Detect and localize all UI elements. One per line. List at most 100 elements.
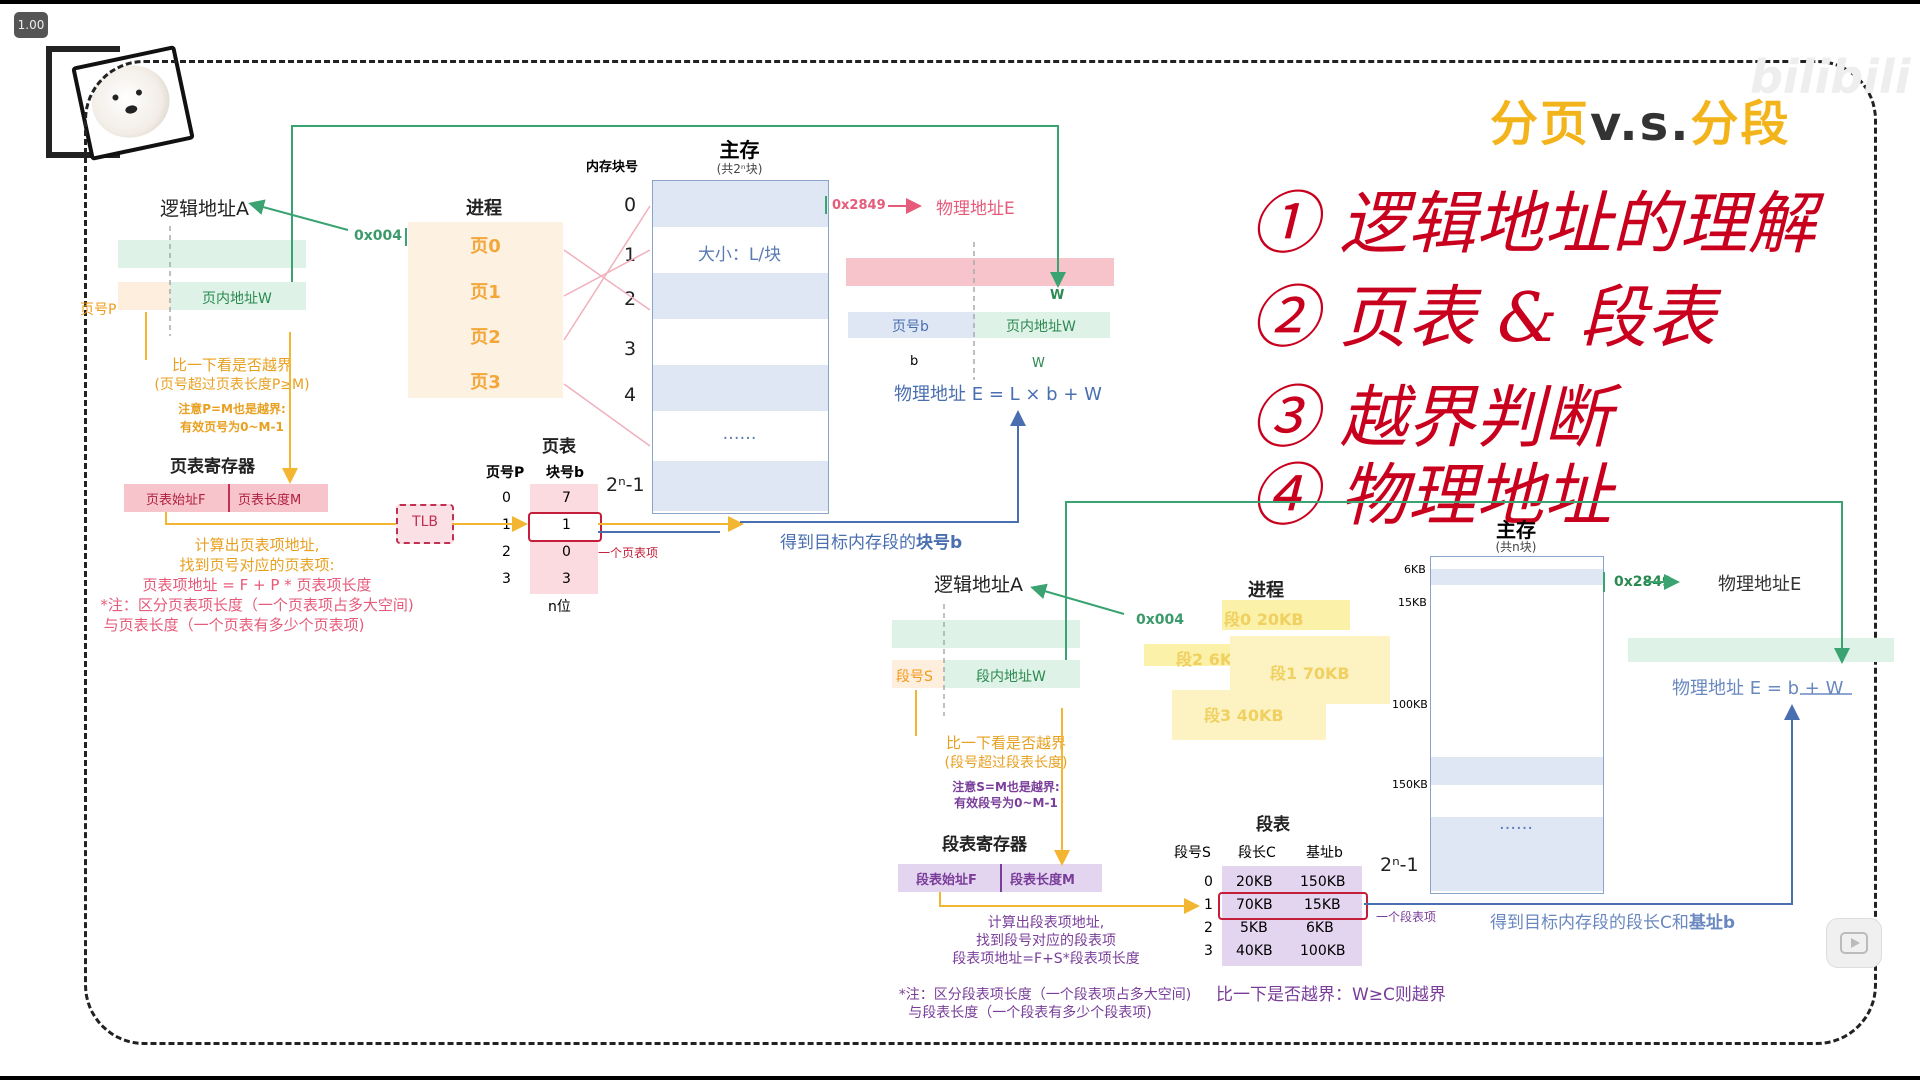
- seg-table-col-b: 基址b: [1306, 845, 1343, 861]
- seg-physical-address-arrow-label: 物理地址E: [1718, 574, 1802, 595]
- paging-note-2: 有效页号为0~M-1: [180, 420, 284, 434]
- paging-calc-3: 页表项地址 = F + P * 页表项长度: [142, 576, 372, 594]
- paging-register-block: [124, 484, 328, 512]
- paging-logical-address-label: 逻辑地址A: [160, 198, 249, 220]
- paging-result-text: 得到目标内存段的块号b: [780, 533, 963, 553]
- paging-table-col-p: 页号P: [486, 465, 525, 481]
- paging-process-title: 进程: [466, 198, 502, 219]
- play-button[interactable]: [1826, 918, 1882, 968]
- tlb-label: TLB: [412, 514, 438, 530]
- paging-register-length: 页表长度M: [238, 493, 302, 508]
- seg-table-title: 段表: [1256, 815, 1290, 835]
- seg-physical-bar: [1628, 638, 1894, 662]
- paging-page-0: 页0: [470, 236, 501, 257]
- paging-main-memory-title: 主存: [719, 138, 760, 162]
- seg-number-label: 段号S: [896, 669, 933, 685]
- paging-n-bits: n位: [548, 599, 571, 615]
- paging-register-start: 页表始址F: [146, 493, 206, 508]
- paging-physical-offset-bar: [975, 312, 1110, 338]
- seg-main-memory-subtitle: (共n块): [1495, 540, 1537, 554]
- paging-physical-offset-label: 页内地址W: [1006, 319, 1076, 335]
- paging-calc-1: 计算出页表项地址,: [194, 536, 320, 554]
- seg-entry-note: 一个段表项: [1376, 910, 1437, 924]
- seg-row-3-s: 3: [1204, 943, 1213, 959]
- slide-title: 分页v.s.分段: [1490, 96, 1791, 152]
- seg-row-2-b: 6KB: [1306, 920, 1334, 936]
- paging-calc-4: *注：区分页表项长度（一个页表项占多大空间): [100, 596, 414, 614]
- paging-page-2: 页2: [470, 327, 501, 348]
- paging-row-1-p: 1: [502, 517, 511, 533]
- paging-row-3-p: 3: [502, 571, 511, 587]
- paging-physical-red-bar: [846, 258, 1114, 286]
- paging-b-label: b: [910, 354, 919, 369]
- paging-row-0-b: 7: [562, 490, 571, 506]
- paging-calc-2: 找到页号对应的页表项:: [179, 556, 335, 574]
- paging-row-0-p: 0: [502, 490, 511, 506]
- paging-hex-004: 0x004: [354, 228, 402, 244]
- seg-row-3-b: 100KB: [1300, 943, 1346, 959]
- seg-3-label: 段3 40KB: [1204, 706, 1284, 725]
- tlb-box: [396, 504, 454, 544]
- seg-memory-dots: ……: [1499, 814, 1533, 834]
- paging-row-2-b: 0: [562, 544, 571, 560]
- paging-block-size-label: 大小：L/块: [697, 245, 782, 265]
- seg-hex-004: 0x004: [1136, 612, 1184, 628]
- seg-note-2: 有效段号为0~M-1: [954, 796, 1058, 810]
- seg-row-1-c: 70KB: [1236, 897, 1273, 913]
- seg-register-start: 段表始址F: [916, 873, 977, 888]
- seg-note-1: 注意S=M也是越界:: [952, 780, 1060, 794]
- top-black-bar: [0, 0, 1920, 4]
- seg-mem-tick-150kb: 150KB: [1392, 778, 1428, 791]
- seg-row-0-b: 150KB: [1300, 874, 1346, 890]
- seg-row-1-s: 1: [1204, 897, 1213, 913]
- seg-result-text: 得到目标内存段的段长C和基址b: [1490, 913, 1736, 933]
- paging-memory-block-header: 内存块号: [586, 160, 639, 175]
- seg-row-0-c: 20KB: [1236, 874, 1273, 890]
- seg-table-col-s: 段号S: [1174, 845, 1211, 861]
- handwritten-note-3: ③ 越界判断: [1250, 379, 1612, 458]
- seg-row-0-s: 0: [1204, 874, 1213, 890]
- watermark-logo: bilibili: [1750, 50, 1911, 104]
- seg-row-1-b: 15KB: [1304, 897, 1341, 913]
- seg-row-2-s: 2: [1204, 920, 1213, 936]
- paging-row-3-b: 3: [562, 571, 571, 587]
- seg-calc-2: 找到段号对应的段表项: [976, 933, 1116, 949]
- seg-1-label: 段1 70KB: [1270, 664, 1350, 683]
- bottom-black-bar: [0, 1076, 1920, 1080]
- paging-main-memory: [652, 180, 829, 514]
- seg-register-length: 段表长度M: [1010, 873, 1075, 888]
- paging-page-offset-label: 页内地址W: [202, 291, 272, 307]
- paging-row-2-p: 2: [502, 544, 511, 560]
- seg-last-block: 2ⁿ-1: [1380, 854, 1419, 876]
- paging-note-1: 注意P=M也是越界:: [178, 402, 286, 416]
- handwritten-note-2: ② 页表 & 段表: [1250, 279, 1716, 358]
- avatar-bracket: [46, 46, 120, 158]
- paging-hex-2849: 0x2849: [832, 198, 886, 213]
- seg-row-2-c: 5KB: [1240, 920, 1268, 936]
- seg-register-title: 段表寄存器: [942, 835, 1027, 855]
- paging-block-num-0: 0: [624, 194, 637, 216]
- paging-block-num-last: 2ⁿ-1: [606, 474, 645, 496]
- paging-w-label: W: [1032, 356, 1045, 371]
- seg-offset-label: 段内地址W: [976, 669, 1046, 685]
- seg-process-title: 进程: [1248, 580, 1284, 601]
- paging-main-memory-subtitle: (共2ⁿ块): [716, 162, 763, 176]
- paging-register-title: 页表寄存器: [170, 457, 255, 477]
- paging-block-num-4: 4: [624, 384, 637, 406]
- seg-3-block: [1172, 690, 1326, 740]
- seg-calc-4: *注：区分段表项长度（一个段表项占多大空间): [898, 987, 1192, 1003]
- handwritten-note-1: ① 逻辑地址的理解: [1250, 185, 1816, 264]
- paging-table-col-b: 块号b: [546, 465, 585, 481]
- paging-compare-text-1: 比一下看是否越界: [171, 356, 292, 374]
- paging-physical-block-label: 页号b: [892, 319, 929, 335]
- seg-register-divider: [1000, 864, 1002, 892]
- paging-calc-5: 与页表长度（一个页表有多少个页表项): [103, 616, 365, 634]
- playback-speed-badge[interactable]: 1.00: [14, 12, 48, 38]
- paging-memory-dots: ……: [722, 424, 757, 444]
- paging-page-3: 页3: [470, 372, 501, 393]
- seg-logical-bar: [892, 620, 1080, 648]
- paging-logical-bar: [118, 240, 306, 268]
- paging-page-number-label: 页号P: [80, 302, 117, 318]
- seg-mem-tick-100kb: 100KB: [1392, 698, 1428, 711]
- paging-register-divider: [228, 484, 230, 512]
